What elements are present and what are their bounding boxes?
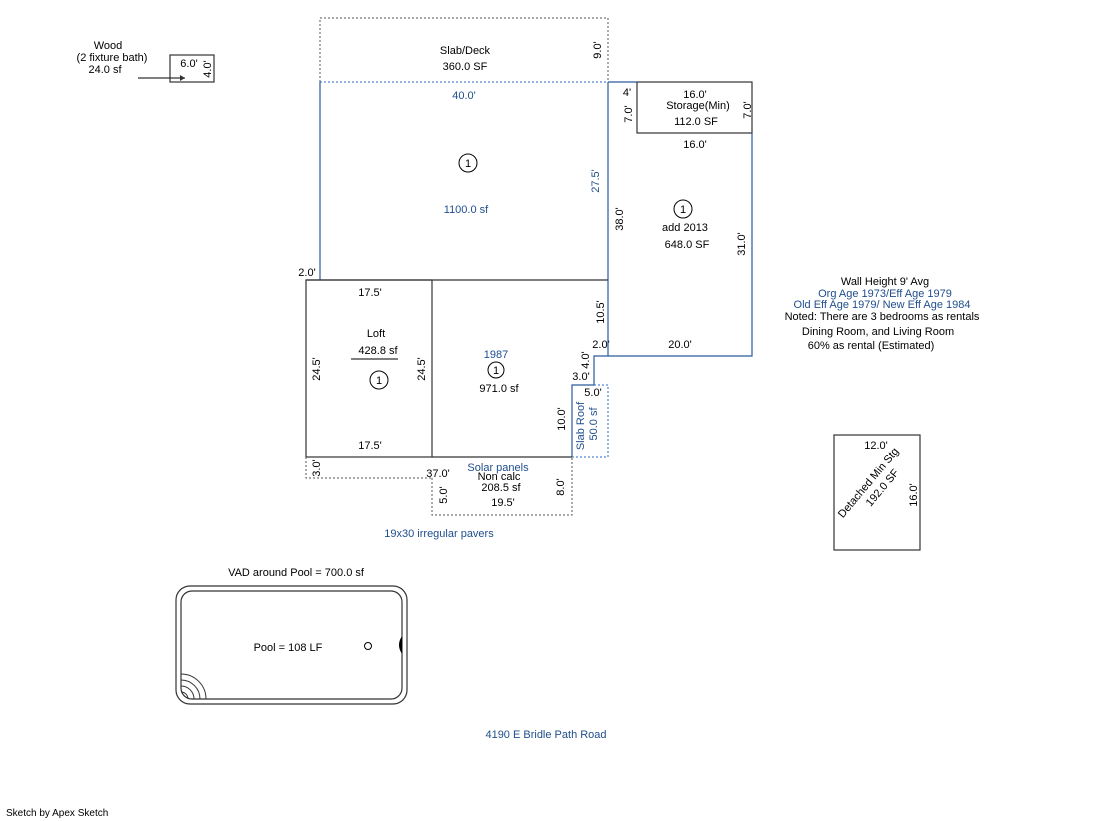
main-level-label: 1 [465,158,471,170]
loft-dim-left: 24.5' [311,357,323,381]
slab-deck-area: 360.0 SF [443,61,488,73]
slab-roof-area: 50.0 sf [588,407,600,441]
loft-group: 17.5' Loft 428.8 sf 1 17.5' 24.5' 24.5' [305,279,433,458]
solar-dim-right: 8.0' [555,478,567,495]
slab-deck-dim: 9.0' [592,41,604,58]
main-dim-top: 40.0' [452,90,476,102]
addition-dim-right: 31.0' [736,232,748,256]
addition-dim-left: 38.0' [614,207,626,231]
pool-drain-icon [364,642,372,650]
storage-dim-small: 4' [623,87,631,99]
wood-bath-group: Wood (2 fixture bath) 24.0 sf 6.0' 4.0' [77,40,215,83]
pool-group: VAD around Pool = 700.0 sf Pool = 108 LF [175,567,408,705]
pool-vad-label: VAD around Pool = 700.0 sf [228,567,365,579]
slab-roof-outline [572,384,609,458]
note-line: Old Eff Age 1979/ New Eff Age 1984 [794,299,971,311]
section-1987-right-edge [571,280,609,457]
addition-area: 648.0 SF [665,239,710,251]
note-line: Noted: There are 3 bedrooms as rentals [785,311,980,323]
detached-storage-outline [833,434,921,551]
wood-bath-outline [169,54,215,83]
loft-outline [305,279,433,458]
pool-label: Pool = 108 LF [254,642,323,654]
pool-skimmer-icon [399,636,403,654]
addition-dim-step: 2.0' [592,339,609,351]
solar-area: 208.5 sf [481,482,521,494]
main-living-group: 40.0' 1 1100.0 sf 27.5' 2.0' [298,81,609,281]
slab-deck-name: Slab/Deck [440,45,491,57]
note-line: Dining Room, and Living Room [802,326,954,338]
slab-roof-dim-top: 5.0' [584,387,601,399]
main-level-marker [458,153,478,173]
notes-block: Wall Height 9' Avg Org Age 1973/Eff Age … [785,276,980,352]
solar-noncalc-outline [431,457,573,516]
wood-note: (2 fixture bath) [77,52,148,64]
wood-name: Wood [94,40,123,52]
wood-dim-height: 4.0' [202,60,214,77]
storage-outline [636,81,753,134]
addition-level-label: 1 [680,204,686,216]
main-dim-right: 27.5' [590,169,602,193]
section-1987-dim-step-v: 4.0' [580,351,592,368]
solar-dim-left: 5.0' [438,486,450,503]
solar-dim-strip: 3.0' [311,459,323,476]
note-line: 60% as rental (Estimated) [808,340,935,352]
solar-noncalc: Non calc [478,471,521,483]
section-1987-group: 1987 1 971.0 sf 10.5' 10.0' 3.0' 4.0' [432,280,609,458]
loft-dim-top: 17.5' [358,287,382,299]
detached-storage-group: 12.0' 16.0' Detached Min Stg 192.0 SF [833,434,921,551]
storage-dim-right: 7.0' [742,101,754,118]
slab-deck-outline [319,17,609,82]
addition-level-marker [673,199,693,219]
loft-name: Loft [367,328,385,340]
loft-dim-bottom: 17.5' [358,440,382,452]
main-dim-left: 2.0' [298,267,315,279]
addition-name: add 2013 [662,222,708,234]
section-1987-level-marker [487,361,505,379]
solar-strip-outline [305,457,432,479]
storage-group: 16.0' Storage(Min) 112.0 SF 16.0' 7.0' 7… [608,81,754,151]
detached-dim-right: 16.0' [908,483,920,507]
slab-roof-group: 5.0' Slab Roof 50.0 sf [572,384,609,458]
section-1987-dim-right-upper: 10.5' [595,300,607,324]
storage-dim-top: 16.0' [683,89,707,101]
loft-level-marker [369,370,389,390]
loft-dim-right: 24.5' [416,357,428,381]
solar-panels-group: 3.0' 37.0' Solar panels Non calc 208.5 s… [305,457,573,516]
solar-dim-top: 37.0' [426,468,450,480]
section-1987-area: 971.0 sf [479,383,519,395]
note-line: Org Age 1973/Eff Age 1979 [818,288,952,300]
pool-outer-outline [175,585,408,705]
slab-deck-group: Slab/Deck 360.0 SF 9.0' [319,17,609,82]
loft-area: 428.8 sf [358,345,398,357]
loft-level-label: 1 [376,375,382,387]
note-line: Wall Height 9' Avg [841,276,929,288]
property-address: 4190 E Bridle Path Road [485,729,606,741]
solar-dim-bottom: 19.5' [491,497,515,509]
storage-dim-bottom: 16.0' [683,139,707,151]
wood-area: 24.0 sf [88,64,122,76]
solar-name: Solar panels [467,462,529,474]
addition-2013-group: 1 add 2013 648.0 SF 38.0' 31.0' 20.0' 2.… [592,133,753,357]
addition-outline [608,133,753,357]
slab-roof-name: Slab Roof [575,401,587,450]
wood-pointer-arrow-icon [180,75,185,81]
main-area: 1100.0 sf [444,204,489,216]
detached-dim-top: 12.0' [864,440,888,452]
section-1987-dim-step-h: 3.0' [572,371,589,383]
pool-steps-icon [180,673,207,700]
section-1987-level-label: 1 [493,365,499,377]
sketch-credit: Sketch by Apex Sketch [6,808,109,819]
addition-dim-bottom: 20.0' [668,339,692,351]
pavers-label: 19x30 irregular pavers [384,528,494,540]
storage-name: Storage(Min) [666,100,730,112]
wood-dim-width: 6.0' [180,58,197,70]
section-1987-dim-right-lower: 10.0' [556,407,568,431]
storage-dim-left: 7.0' [623,105,635,122]
section-1987-year: 1987 [484,349,508,361]
storage-area: 112.0 SF [674,116,718,128]
